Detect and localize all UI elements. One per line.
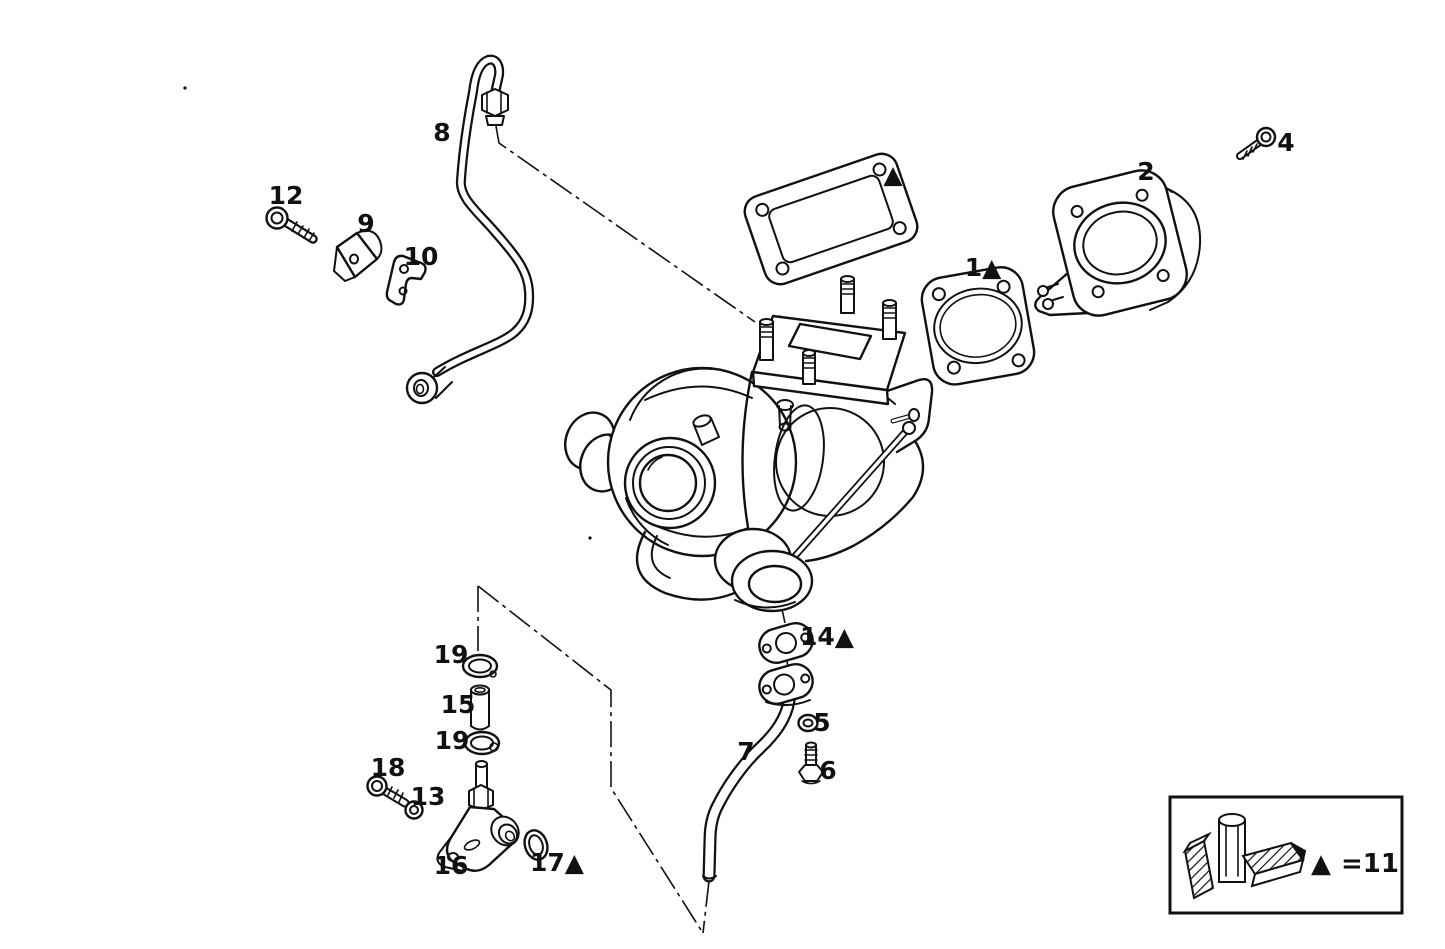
- turbine-housing: [885, 378, 934, 454]
- label-14: 14▲: [800, 622, 855, 651]
- label-19-upper: 19: [434, 640, 469, 669]
- retaining-ring-19-lower: [463, 730, 501, 756]
- retaining-ring-19-upper: [461, 653, 499, 679]
- label-1: 1▲: [965, 253, 1002, 282]
- label-7: 7: [737, 737, 754, 766]
- bolt-4: [1236, 126, 1277, 160]
- label-2: 2: [1137, 157, 1154, 186]
- label-15: 15: [441, 690, 476, 719]
- label-19-lower: 19: [435, 726, 470, 755]
- drain-fitting-16: [436, 760, 520, 872]
- part-number-labels: 8 12 9 10 ▲ 2 4 1▲ 14▲ 19 15 19 18 13 16…: [269, 118, 1295, 880]
- sleeve-15: [470, 684, 490, 731]
- nut-13: [404, 800, 424, 820]
- o-ring-17: [523, 829, 549, 861]
- clamp-bracket-9: [333, 229, 383, 282]
- bolt-18: [366, 775, 410, 808]
- banjo-eyelet: [405, 371, 439, 405]
- washer-5: [797, 713, 819, 733]
- label-13: 13: [411, 782, 446, 811]
- label-12: 12: [269, 181, 304, 210]
- legend-equals: =11: [1341, 849, 1399, 879]
- oil-drain-pipe-7: [702, 663, 814, 883]
- oil-feed-pipe-8: [405, 54, 535, 405]
- label-6: 6: [819, 756, 836, 785]
- label-8: 8: [433, 118, 450, 147]
- label-4: 4: [1277, 128, 1294, 157]
- label-18: 18: [371, 753, 406, 782]
- turbine-inlet-gasket-1: [920, 266, 1036, 386]
- label-gasket-marker: ▲: [883, 160, 903, 189]
- legend-symbol: ▲: [1311, 849, 1331, 879]
- bolt-12: [265, 206, 318, 244]
- label-17: 17▲: [530, 848, 585, 877]
- label-5: 5: [813, 708, 830, 737]
- flange-studs: [759, 275, 897, 385]
- scan-speck: [588, 536, 592, 540]
- label-9: 9: [357, 209, 374, 238]
- plate-bracket-10: [385, 254, 427, 306]
- bolt-6: [798, 741, 824, 785]
- label-10: 10: [404, 242, 439, 271]
- label-16: 16: [434, 851, 469, 880]
- exhaust-elbow-2: [1034, 169, 1202, 317]
- parts-kit-illustration: [1182, 813, 1307, 900]
- legend: ▲ =11: [1168, 795, 1404, 915]
- exhaust-gasket-top: [743, 152, 919, 286]
- drain-gasket-14: [758, 622, 814, 664]
- turbocharger-body: [564, 275, 934, 613]
- scan-speck: [183, 86, 187, 90]
